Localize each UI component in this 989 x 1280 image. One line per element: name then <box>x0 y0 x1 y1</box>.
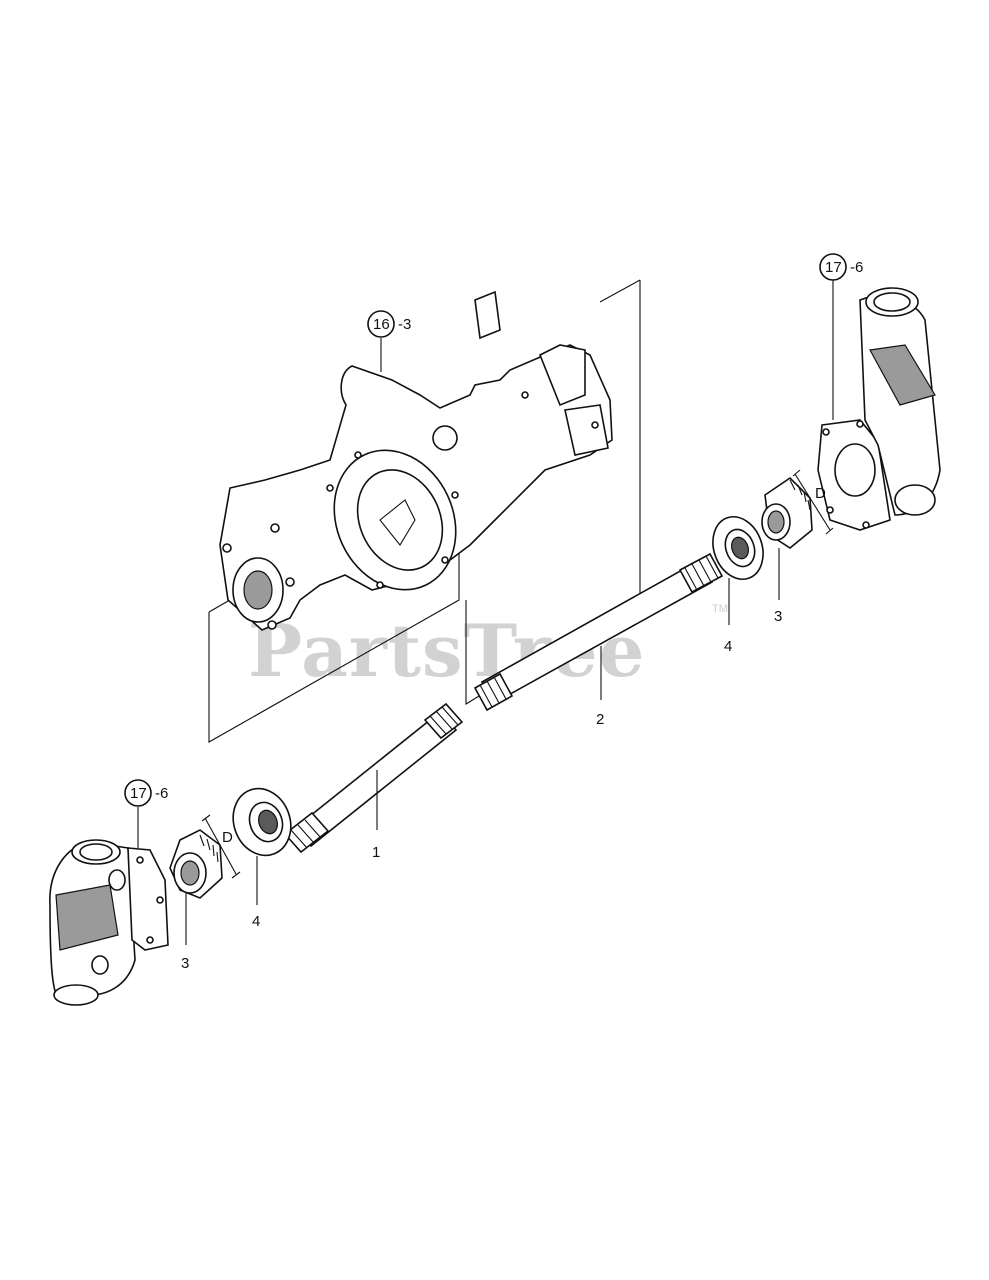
left-bearing <box>232 787 292 857</box>
callout-3-left: 3 <box>181 955 189 972</box>
dimension-d-left: D <box>222 829 233 846</box>
callout-right-case: 17 -6 <box>819 253 863 420</box>
callout-gear-left: 3 <box>181 893 189 972</box>
right-bevel-gear: D <box>761 469 834 549</box>
callout-bearing-right: 4 <box>724 578 732 655</box>
callout-17-right-number: 17 <box>825 259 842 276</box>
callout-circle-17-right <box>819 253 847 281</box>
callout-17-left-suffix: -6 <box>155 785 168 802</box>
shaft-1 <box>283 702 464 854</box>
callout-circle-17-left <box>124 779 152 807</box>
callout-gear-right: 3 <box>774 548 782 625</box>
callout-shaft-1: 1 <box>372 770 380 861</box>
callout-16-number: 16 <box>373 316 390 333</box>
callout-bearing-left: 4 <box>252 856 260 930</box>
callout-17-left-number: 17 <box>130 785 147 802</box>
callout-1: 1 <box>372 844 380 861</box>
dimension-d-right: D <box>815 485 826 502</box>
left-gear-case <box>49 839 169 1006</box>
callout-16-suffix: -3 <box>398 316 411 333</box>
callout-shaft-2: 2 <box>596 646 604 728</box>
callout-axle-housing: 16 -3 <box>367 310 411 372</box>
right-bearing <box>712 516 764 580</box>
watermark-trademark: TM <box>712 603 728 615</box>
callout-4-right: 4 <box>724 638 732 655</box>
axle-housing <box>219 290 613 631</box>
shaft-2 <box>473 552 724 712</box>
callout-4-left: 4 <box>252 913 260 930</box>
callout-3-right: 3 <box>774 608 782 625</box>
callout-circle-16 <box>367 310 395 338</box>
callout-2: 2 <box>596 711 604 728</box>
right-gear-case <box>817 287 941 531</box>
callout-17-right-suffix: -6 <box>850 259 863 276</box>
callout-left-case: 17 -6 <box>124 779 168 848</box>
left-bevel-gear: D <box>169 814 241 899</box>
